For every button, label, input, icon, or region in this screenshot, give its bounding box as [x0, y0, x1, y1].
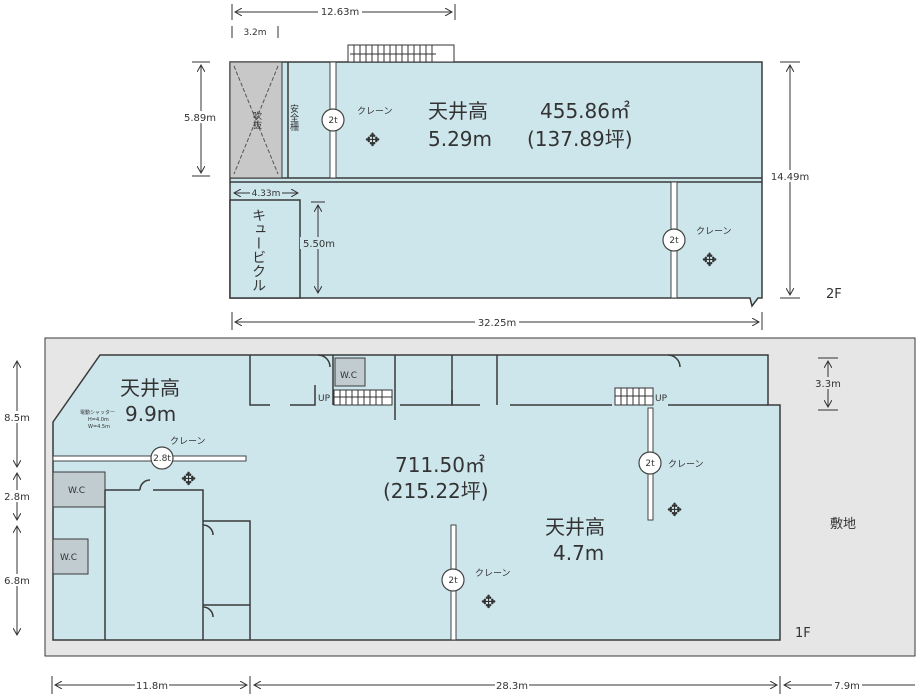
floor-label-2f: 2F [826, 287, 842, 302]
floor-area: 455.86㎡ [540, 99, 630, 123]
2f-floor-area [229, 61, 763, 308]
dim-left-top: 8.5m [4, 413, 30, 424]
wc-label: W.C [68, 486, 85, 496]
dim-right-top: 3.3m [815, 379, 841, 390]
dim-total-width: 32.25m [478, 318, 516, 329]
site-label: 敷地 [830, 517, 856, 532]
void-area [229, 61, 283, 179]
move-arrows-icon: ✥ [702, 250, 717, 271]
1f-staircase [333, 389, 393, 406]
dim-top-width: 12.63m [321, 7, 359, 18]
ceiling-label: 天井高 [428, 99, 488, 123]
crane-label: クレーン [357, 106, 393, 117]
dim-bottom-main: 28.3m [496, 681, 528, 692]
crane-capacity: 2t [645, 459, 655, 469]
dim-bottom-site: 7.9m [834, 681, 860, 692]
main-ceiling-label: 天井高 [545, 515, 605, 539]
safety-fence-label: 安全柵 [288, 103, 299, 131]
1f-staircase [614, 387, 654, 406]
west-ceiling-label: 天井高 [120, 376, 180, 400]
cubicle-label: キュービクル [250, 208, 266, 292]
1f-floor-area [52, 354, 781, 641]
wc-room [52, 538, 89, 575]
dim-left-mid: 2.8m [4, 492, 30, 503]
crane-label: クレーン [696, 226, 732, 237]
shutter-note: 電動シャッター [80, 409, 115, 416]
shutter-note: H=4.0m [88, 417, 109, 423]
stair-up-label: UP [655, 394, 668, 404]
crane-label: クレーン [668, 459, 704, 470]
crane-capacity: 2t [328, 116, 338, 126]
move-arrows-icon: ✥ [481, 592, 496, 613]
2f-staircase [347, 44, 455, 63]
wc-label: W.C [60, 553, 77, 563]
dim-void-width: 3.2m [243, 28, 266, 38]
floor-area: 711.50㎡ [395, 453, 485, 477]
dim-cubicle-depth: 5.50m [303, 239, 335, 250]
floor-2f: 吹抜 安全柵 2t クレーン ✥ 天井高 5.29m 455.86㎡ (137.… [180, 4, 842, 330]
crane-hoist [321, 108, 345, 132]
wc-room [334, 357, 366, 387]
main-ceiling-height: 4.7m [553, 541, 604, 565]
ceiling-height: 5.29m [428, 127, 492, 151]
move-arrows-icon: ✥ [365, 130, 380, 151]
dim-left-bottom: 6.8m [4, 576, 30, 587]
crane-label: クレーン [475, 568, 511, 579]
dim-cubicle-width: 4.33m [252, 189, 281, 199]
dim-bottom-left: 11.8m [136, 681, 168, 692]
floor-area-tsubo: (137.89坪) [527, 127, 633, 151]
floor-1f: W.C UP UP 天井高 9.9m 電動シャッター H=4.0m W=4.5m… [2, 337, 916, 694]
floor-label-1f: 1F [795, 626, 811, 641]
void-label: 吹抜 [251, 110, 262, 130]
dim-total-depth: 14.49m [771, 172, 809, 183]
wc-label: W.C [340, 371, 357, 381]
west-ceiling-height: 9.9m [125, 402, 176, 426]
crane-capacity: 2.8t [153, 454, 171, 464]
crane-capacity: 2t [669, 236, 679, 246]
stair-up-label: UP [318, 394, 331, 404]
move-arrows-icon: ✥ [667, 500, 682, 521]
dim-upper-depth: 5.89m [184, 113, 216, 124]
crane-capacity: 2t [448, 576, 458, 586]
move-arrows-icon: ✥ [181, 469, 196, 490]
crane-label: クレーン [170, 436, 206, 447]
shutter-note: W=4.5m [88, 424, 110, 430]
floor-area-tsubo: (215.22坪) [383, 479, 489, 503]
